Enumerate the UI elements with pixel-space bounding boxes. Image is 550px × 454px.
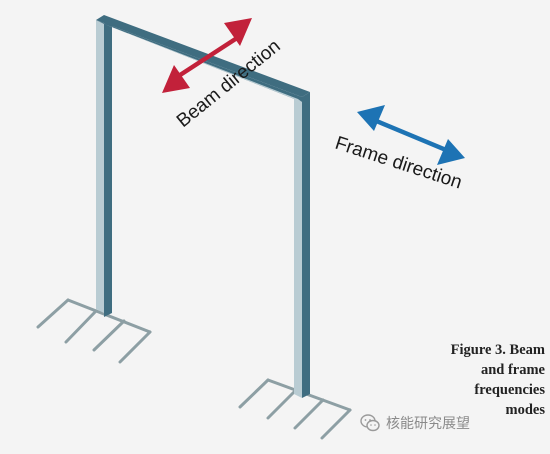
caption-line-4: modes	[505, 402, 545, 418]
watermark-text: 核能研究展望	[386, 416, 470, 432]
caption-line-3: frequencies	[474, 382, 545, 398]
frame-direction-label: Frame direction	[332, 133, 464, 194]
watermark: 核能研究展望	[360, 411, 470, 435]
right-base	[238, 378, 352, 440]
caption-line-2: and frame	[480, 362, 545, 378]
wechat-icon	[360, 414, 380, 432]
left-post	[96, 20, 112, 317]
left-base	[36, 298, 152, 364]
frame-direction-arrow	[357, 105, 465, 165]
figure-caption: Figure 3. Beam and frame frequencies mod…	[400, 340, 545, 420]
beam-direction-arrow	[162, 18, 252, 93]
caption-line-1: Figure 3. Beam	[450, 342, 545, 358]
right-post	[294, 92, 310, 398]
